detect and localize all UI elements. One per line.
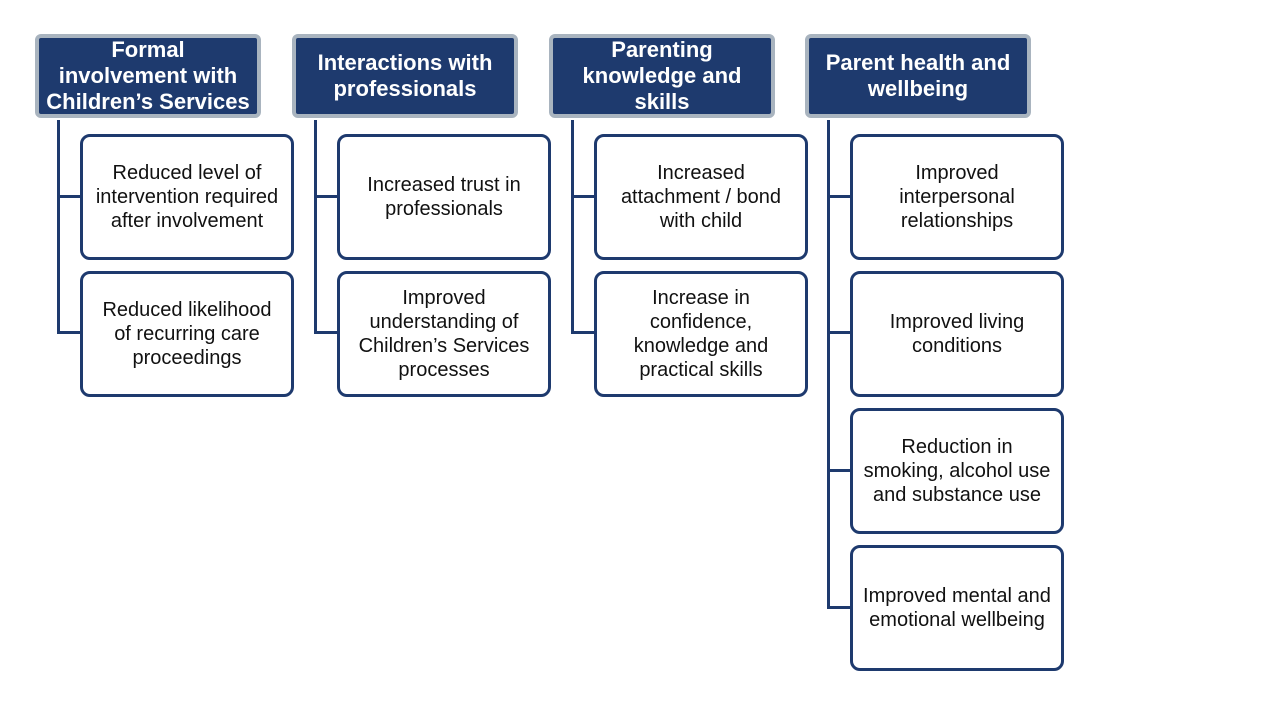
connector-trunk <box>571 120 574 333</box>
column-header: Interactions with professionals <box>292 34 518 118</box>
outcome-box: Reduced level of intervention required a… <box>80 134 294 260</box>
connector-trunk <box>57 120 60 333</box>
connector-branch <box>827 331 851 334</box>
connector-trunk <box>314 120 317 333</box>
outcome-box: Increase in confidence, knowledge and pr… <box>594 271 808 397</box>
connector-branch <box>827 469 851 472</box>
connector-branch <box>314 195 338 198</box>
outcome-box: Increased trust in professionals <box>337 134 551 260</box>
column-header: Parent health and wellbeing <box>805 34 1031 118</box>
outcome-box: Improved living conditions <box>850 271 1064 397</box>
outcome-box: Improved interpersonal relationships <box>850 134 1064 260</box>
connector-branch <box>57 195 81 198</box>
outcome-box: Improved mental and emotional wellbeing <box>850 545 1064 671</box>
outcome-box: Reduction in smoking, alcohol use and su… <box>850 408 1064 534</box>
column-header: Formal involvement with Children’s Servi… <box>35 34 261 118</box>
connector-branch <box>827 606 851 609</box>
column-header: Parenting knowledge and skills <box>549 34 775 118</box>
outcome-box: Reduced likelihood of recurring care pro… <box>80 271 294 397</box>
connector-branch <box>571 331 595 334</box>
connector-branch <box>571 195 595 198</box>
connector-branch <box>57 331 81 334</box>
connector-branch <box>827 195 851 198</box>
outcome-box: Improved understanding of Children’s Ser… <box>337 271 551 397</box>
connector-branch <box>314 331 338 334</box>
outcome-box: Increased attachment / bond with child <box>594 134 808 260</box>
connector-trunk <box>827 120 830 608</box>
